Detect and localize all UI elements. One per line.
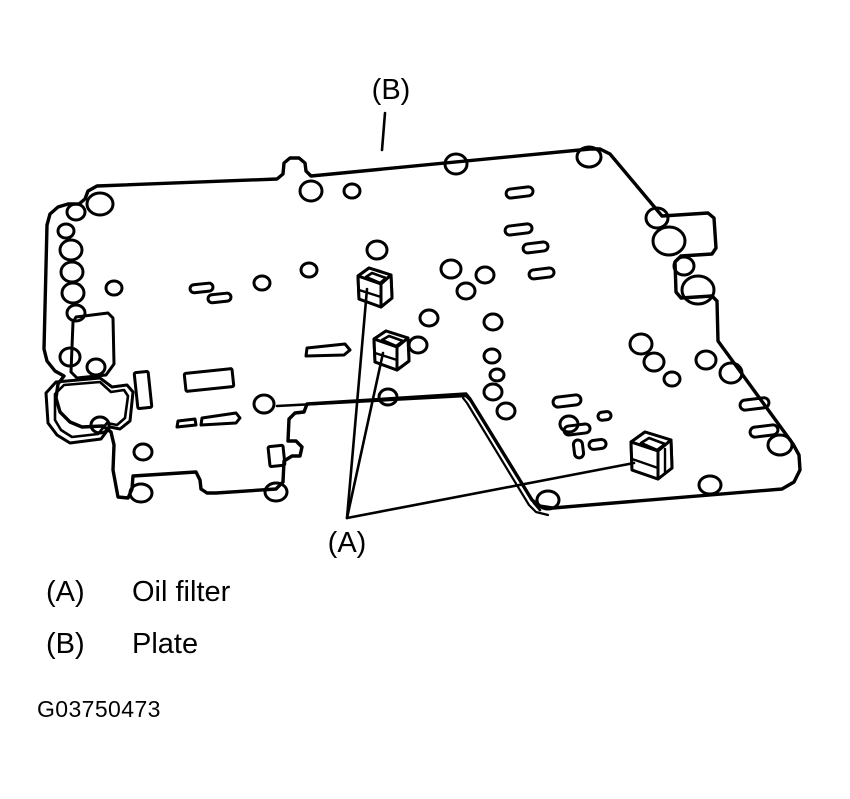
mounting-hole: [58, 238, 84, 262]
fluid-slot: [738, 396, 771, 412]
mounting-hole: [85, 357, 107, 377]
leader-line-a-lower-right: [345, 461, 636, 520]
plate-holes: [104, 145, 794, 511]
mounting-hole: [132, 442, 154, 462]
mounting-hole: [651, 225, 687, 257]
oil-filter-seam: [630, 457, 660, 470]
mounting-hole: [443, 152, 469, 176]
mounting-hole: [56, 222, 76, 240]
oil-filter-seam: [357, 288, 383, 299]
legend-row-b: (B) Plate: [46, 630, 466, 682]
figure-id-code: G03750473: [37, 696, 161, 722]
fluid-slot: [132, 370, 154, 410]
mounting-hole: [672, 255, 696, 277]
oil-filter-inner-boss: [364, 271, 388, 285]
callout-b-label: (B): [372, 74, 411, 106]
fluid-slot: [527, 266, 556, 281]
mounting-hole: [65, 303, 87, 323]
lower-left-cutout-outer: [44, 376, 135, 445]
oil-filter-inner-boss: [639, 436, 667, 452]
plate-slots: [132, 185, 780, 469]
fluid-slot: [596, 410, 613, 422]
mounting-hole: [342, 182, 362, 200]
legend-key-b: (B): [46, 628, 85, 660]
mounting-hole: [482, 312, 504, 332]
mounting-hole: [298, 179, 324, 203]
legend-description-a: Oil filter: [132, 576, 231, 608]
plate-fold-line-secondary: [461, 396, 550, 517]
lower-left-cutout-inner: [53, 380, 130, 439]
legend: (A) Oil filter (B) Plate: [46, 578, 466, 682]
mounting-hole: [680, 274, 716, 306]
mounting-hole: [60, 281, 86, 305]
mounting-hole: [65, 202, 87, 222]
mounting-hole: [575, 145, 603, 169]
mounting-hole: [718, 361, 744, 385]
fluid-slot: [521, 240, 550, 255]
fluid-slot: [266, 443, 287, 469]
arrow-slot-large: [304, 342, 352, 358]
mounting-hole: [495, 401, 517, 421]
mounting-hole: [474, 265, 496, 285]
mounting-hole: [642, 351, 666, 373]
mounting-hole: [377, 387, 399, 407]
plate-outline-group: [42, 147, 802, 517]
oil-filter-upper[interactable]: [356, 266, 394, 309]
oil-filter-lower-right[interactable]: [629, 430, 674, 481]
fluid-slot: [503, 222, 534, 237]
leader-lines: [345, 111, 636, 520]
mounting-hole: [252, 274, 272, 292]
mounting-hole: [299, 261, 319, 279]
mounting-hole: [439, 258, 463, 280]
mounting-hole: [644, 206, 670, 230]
oil-filter-inner-boss: [380, 334, 405, 348]
fluid-slot: [182, 367, 236, 393]
mounting-hole: [694, 349, 718, 371]
plate-fold-line: [275, 394, 542, 512]
mounting-hole: [252, 393, 276, 415]
oil-filter-middle[interactable]: [372, 329, 411, 372]
mounting-hole: [455, 281, 477, 301]
fluid-slot: [562, 422, 592, 437]
mounting-hole: [482, 382, 504, 402]
oil-filter-front-face: [629, 440, 660, 481]
fluid-slot: [587, 437, 608, 451]
mounting-hole: [628, 332, 654, 356]
plate-left-cutouts: [44, 311, 135, 445]
mounting-hole: [697, 474, 723, 496]
legend-row-a: (A) Oil filter: [46, 578, 466, 630]
leader-line-a-middle: [345, 351, 385, 520]
mounting-hole: [766, 433, 794, 457]
mounting-hole: [263, 481, 289, 503]
mounting-hole: [59, 260, 85, 284]
legend-description-b: Plate: [132, 628, 199, 660]
mounting-hole: [365, 239, 389, 261]
fluid-slot: [504, 185, 535, 200]
mounting-hole: [482, 347, 502, 365]
fluid-slot: [748, 423, 780, 439]
oil-filter-seam: [373, 351, 399, 362]
fluid-slot: [188, 281, 215, 295]
mounting-hole: [85, 191, 115, 217]
mounting-hole: [128, 482, 154, 504]
upper-left-cutout: [69, 311, 116, 380]
fluid-slot: [551, 393, 583, 409]
plate-arrow-slots: [175, 342, 352, 429]
mounting-hole: [407, 335, 429, 355]
arrow-slot-small: [175, 417, 198, 429]
leader-line-a-upper: [345, 287, 369, 520]
plate-outline: [42, 147, 802, 510]
mounting-hole: [662, 370, 682, 388]
mounting-hole: [535, 489, 561, 511]
leader-line-b: [380, 111, 387, 152]
legend-key-a: (A): [46, 576, 85, 608]
mounting-hole: [418, 308, 440, 328]
callout-a-label: (A): [328, 527, 367, 559]
mounting-hole: [104, 279, 124, 297]
fluid-slot: [206, 291, 233, 305]
fluid-slot: [571, 438, 586, 460]
arrow-slot-medium: [199, 411, 242, 427]
mounting-hole: [488, 367, 506, 383]
